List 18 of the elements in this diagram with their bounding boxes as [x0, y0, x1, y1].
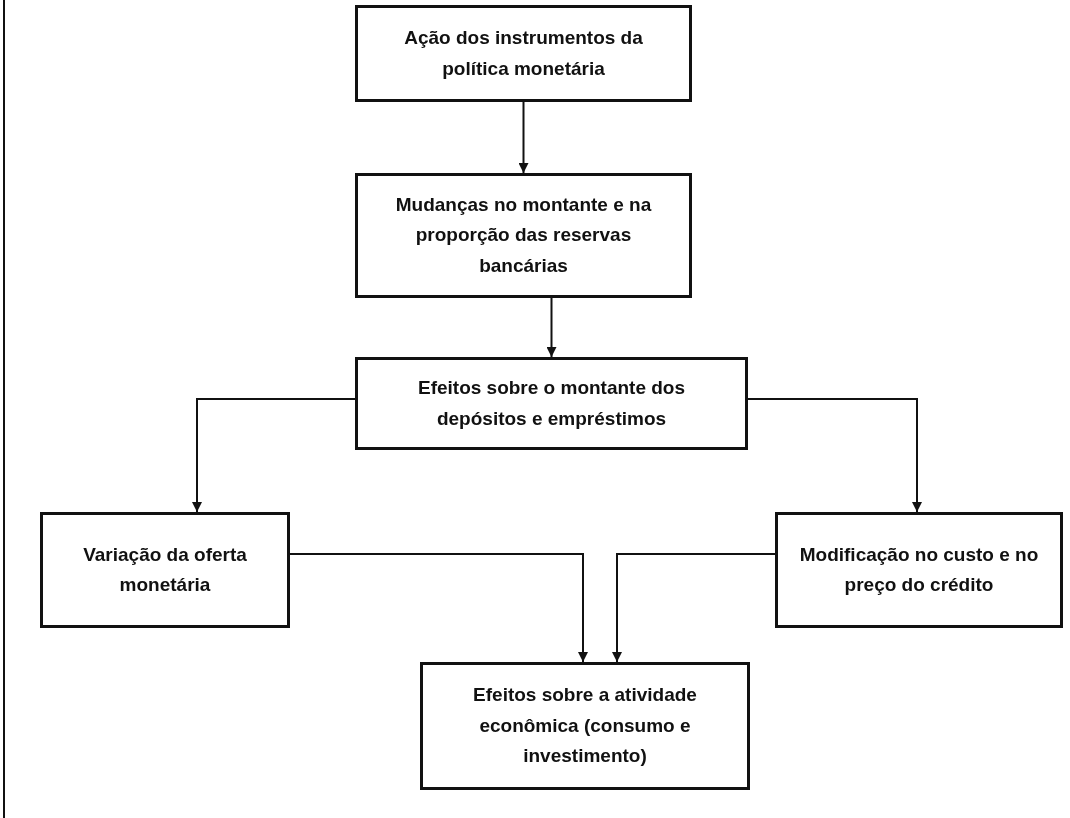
process-box: [40, 512, 290, 628]
box-text: Ação dos instrumentos da política monetária: [403, 26, 644, 81]
process-box: [420, 662, 750, 790]
box-text: Efeitos sobre a atividade econômica (consumo e investimento): [472, 683, 698, 769]
process-box: [355, 173, 692, 298]
process-box: [355, 357, 748, 450]
arrow: [192, 398, 356, 513]
arrow: [612, 553, 776, 663]
arrow: [518, 101, 529, 174]
box-text: Mudanças no montante e na proporção das reservas bancárias: [394, 192, 653, 278]
arrow: [289, 553, 588, 663]
arrow: [747, 398, 922, 513]
box-text: Variação da oferta monetária: [82, 542, 248, 597]
process-box: [775, 512, 1063, 628]
box-text: Modificação no custo e no preço do crédito: [798, 542, 1040, 597]
process-box: [355, 5, 692, 102]
box-text: Efeitos sobre o montante dos depósitos e empréstimos: [416, 376, 687, 431]
arrow: [546, 297, 557, 358]
